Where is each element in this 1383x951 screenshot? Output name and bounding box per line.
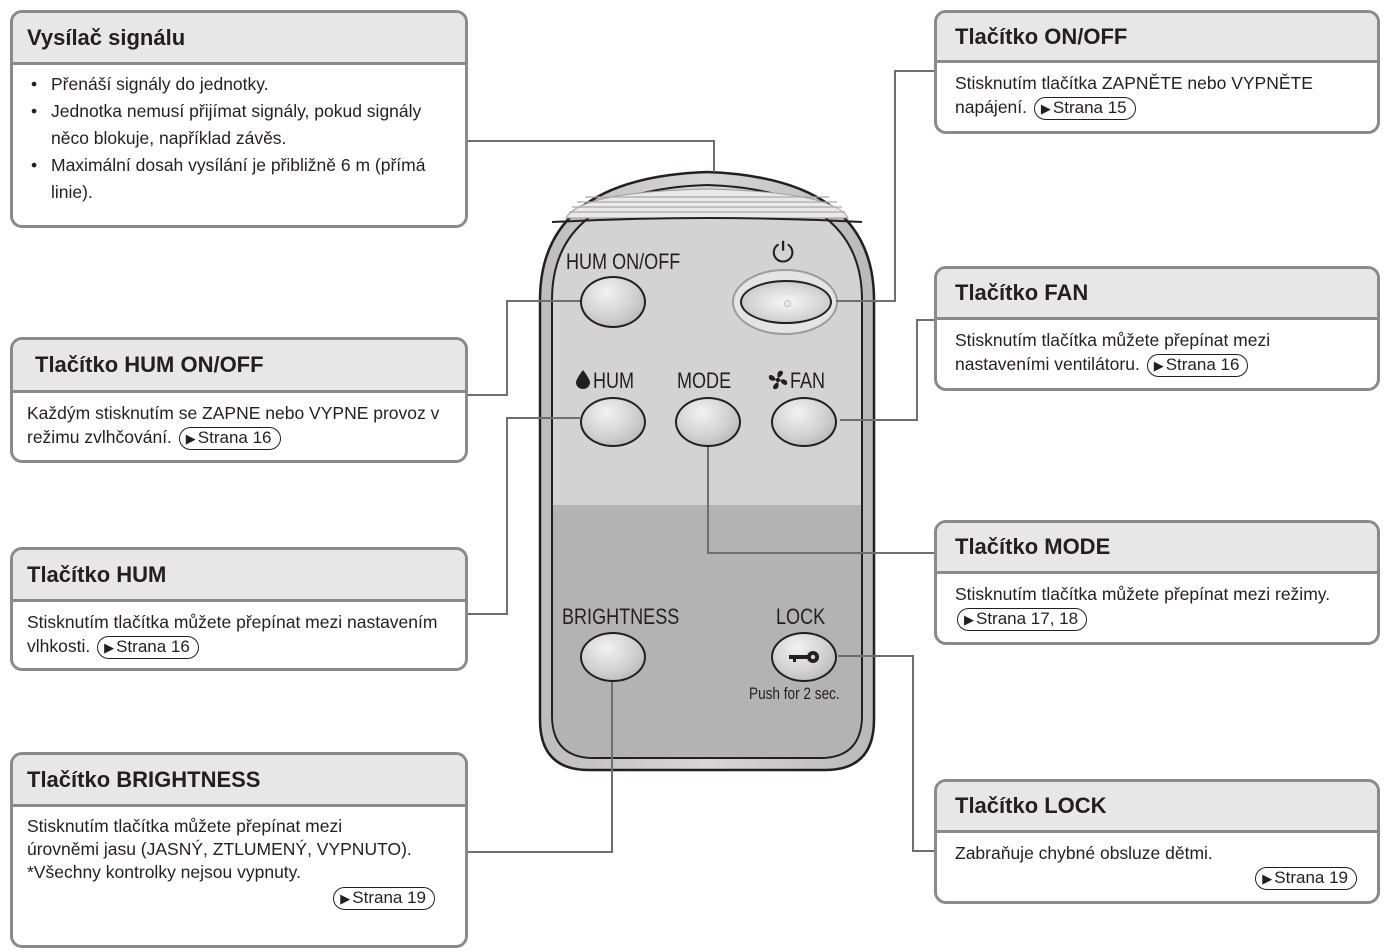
callout-text: Každým stisknutím se ZAPNE nebo VYPNE pr… bbox=[27, 403, 440, 447]
callout-body: Zabraňuje chybné obsluze dětmi. ▶Strana … bbox=[937, 833, 1377, 896]
callout-text: Stisknutím tlačítka můžete přepínat mezi… bbox=[955, 330, 1271, 374]
leader-brightness bbox=[465, 668, 613, 853]
callout-body: Stisknutím tlačítka ZAPNĚTE nebo VYPNĚTE… bbox=[937, 63, 1377, 126]
page-ref-text: Strana 16 bbox=[116, 637, 190, 656]
brightness-button[interactable] bbox=[580, 632, 646, 682]
hum-label: HUM bbox=[593, 368, 635, 393]
callout-mode: Tlačítko MODE Stisknutím tlačítka můžete… bbox=[934, 520, 1380, 645]
callout-title: Vysílač signálu bbox=[13, 13, 465, 65]
page-ref-row: ▶Strana 19 bbox=[27, 886, 451, 910]
ref-arrow-icon: ▶ bbox=[1262, 871, 1273, 886]
callout-title: Tlačítko HUM ON/OFF bbox=[13, 340, 465, 393]
callout-hum: Tlačítko HUM Stisknutím tlačítka můžete … bbox=[10, 547, 468, 671]
callout-body: Přenáší signály do jednotky. Jednotka ne… bbox=[13, 65, 465, 212]
callout-body: Stisknutím tlačítka můžete přepínat mezi… bbox=[13, 602, 465, 665]
brightness-label: BRIGHTNESS bbox=[562, 604, 680, 629]
ref-arrow-icon: ▶ bbox=[964, 612, 974, 627]
remote-lower-zone bbox=[553, 505, 861, 757]
callout-title: Tlačítko ON/OFF bbox=[937, 13, 1377, 63]
page-ref[interactable]: ▶Strana 17, 18 bbox=[957, 608, 1088, 631]
page-ref[interactable]: ▶Strana 16 bbox=[97, 636, 199, 659]
lock-label: LOCK bbox=[776, 604, 826, 629]
callout-title: Tlačítko HUM bbox=[13, 550, 465, 602]
callout-note: *Všechny kontrolky nejsou vypnuty. bbox=[27, 862, 301, 882]
power-button[interactable] bbox=[740, 280, 832, 324]
callout-text: Stisknutím tlačítka můžete přepínat mezi… bbox=[27, 612, 438, 656]
leader-onoff bbox=[836, 70, 937, 302]
callout-hum-onoff: Tlačítko HUM ON/OFF Každým stisknutím se… bbox=[10, 337, 468, 463]
bullet-item: Maximální dosah vysílání je přibližně 6 … bbox=[27, 152, 451, 206]
page-ref[interactable]: ▶Strana 16 bbox=[178, 427, 281, 450]
leader-transmitter bbox=[465, 140, 715, 172]
callout-body: Každým stisknutím se ZAPNE nebo VYPNE pr… bbox=[13, 393, 465, 456]
bullet-item: Jednotka nemusí přijímat signály, pokud … bbox=[27, 98, 451, 152]
fan-icon bbox=[768, 370, 788, 390]
callout-onoff: Tlačítko ON/OFF Stisknutím tlačítka ZAPN… bbox=[934, 10, 1380, 134]
mode-button[interactable] bbox=[675, 397, 741, 447]
page-ref-text: Strana 16 bbox=[197, 428, 272, 447]
page-ref[interactable]: ▶Strana 19 bbox=[1255, 867, 1357, 890]
callout-text: Zabraňuje chybné obsluze dětmi. bbox=[955, 843, 1213, 863]
callout-brightness: Tlačítko BRIGHTNESS Stisknutím tlačítka … bbox=[10, 752, 468, 948]
callout-text: Stisknutím tlačítka můžete přepínat mezi… bbox=[955, 584, 1331, 604]
lock-hint: Push for 2 sec. bbox=[749, 684, 840, 703]
leader-lock bbox=[838, 655, 937, 852]
callout-body: Stisknutím tlačítka můžete přepínat mezi… bbox=[937, 574, 1377, 637]
leader-mode bbox=[707, 440, 937, 554]
callout-text: Stisknutím tlačítka můžete přepínat mezi… bbox=[27, 816, 412, 859]
hum-onoff-label: HUM ON/OFF bbox=[566, 249, 681, 274]
page-ref-text: Strana 19 bbox=[352, 888, 426, 907]
drop-icon bbox=[576, 370, 590, 389]
callout-title: Tlačítko MODE bbox=[937, 523, 1377, 574]
power-icon: ⏻ bbox=[772, 236, 795, 269]
lock-button[interactable] bbox=[771, 632, 837, 682]
hum-button[interactable] bbox=[580, 397, 646, 447]
page-ref-text: Strana 19 bbox=[1274, 868, 1348, 887]
ref-arrow-icon: ▶ bbox=[340, 891, 351, 906]
page-ref[interactable]: ▶Strana 15 bbox=[1033, 97, 1136, 120]
key-icon bbox=[789, 650, 821, 664]
page-ref-text: Strana 17, 18 bbox=[976, 609, 1079, 628]
callout-title: Tlačítko BRIGHTNESS bbox=[13, 755, 465, 807]
bullet-list: Přenáší signály do jednotky. Jednotka ne… bbox=[27, 71, 451, 206]
page-ref[interactable]: ▶Strana 19 bbox=[333, 887, 435, 910]
callout-lock: Tlačítko LOCK Zabraňuje chybné obsluze d… bbox=[934, 779, 1380, 904]
callout-text: Stisknutím tlačítka ZAPNĚTE nebo VYPNĚTE… bbox=[955, 73, 1313, 117]
callout-body: Stisknutím tlačítka můžete přepínat mezi… bbox=[937, 320, 1377, 383]
leader-hum-onoff bbox=[465, 300, 580, 396]
ref-arrow-icon: ▶ bbox=[1040, 101, 1051, 116]
callout-title: Tlačítko LOCK bbox=[937, 782, 1377, 833]
ref-arrow-icon: ▶ bbox=[185, 431, 196, 446]
transmitter-stripes bbox=[569, 196, 845, 213]
callout-body: Stisknutím tlačítka můžete přepínat mezi… bbox=[13, 807, 465, 916]
ref-arrow-icon: ▶ bbox=[1153, 358, 1164, 373]
mode-label: MODE bbox=[677, 368, 732, 393]
leader-hum bbox=[465, 417, 580, 615]
fan-button[interactable] bbox=[771, 397, 837, 447]
power-led-dot bbox=[784, 300, 791, 307]
page-ref-text: Strana 15 bbox=[1052, 98, 1127, 117]
ref-arrow-icon: ▶ bbox=[104, 640, 115, 655]
page-ref-text: Strana 16 bbox=[1165, 355, 1240, 374]
fan-label: FAN bbox=[790, 368, 826, 393]
callout-fan: Tlačítko FAN Stisknutím tlačítka můžete … bbox=[934, 266, 1380, 391]
callout-title: Tlačítko FAN bbox=[937, 269, 1377, 320]
page-ref[interactable]: ▶Strana 16 bbox=[1146, 354, 1249, 377]
callout-transmitter: Vysílač signálu Přenáší signály do jedno… bbox=[10, 10, 468, 228]
leader-fan bbox=[840, 319, 937, 421]
hum-onoff-button[interactable] bbox=[580, 276, 646, 328]
page-ref-row: ▶Strana 19 bbox=[955, 865, 1363, 890]
bullet-item: Přenáší signály do jednotky. bbox=[27, 71, 451, 98]
